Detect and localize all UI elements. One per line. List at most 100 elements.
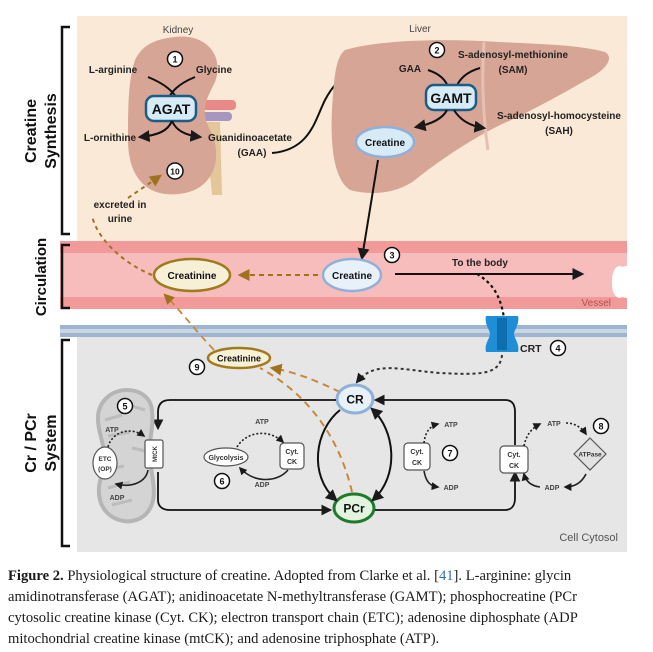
gaa-product-label-line2: (GAA) (238, 148, 267, 159)
sah-label-line2: (SAH) (545, 126, 573, 137)
atpase-node: ATPase (573, 437, 607, 471)
reference-link[interactable]: 41 (438, 568, 454, 584)
svg-text:6: 6 (219, 477, 224, 487)
glycolysis-atp-arrow (236, 432, 285, 448)
crt-label: CRT (520, 343, 542, 355)
svg-text:ATPase: ATPase (578, 452, 602, 459)
ck7-adp-arrow (423, 470, 440, 491)
svg-text:1: 1 (172, 55, 177, 65)
section-bracket-crpcr (60, 338, 70, 548)
svg-text:CR: CR (346, 393, 364, 407)
svg-text:Creatine: Creatine (365, 138, 405, 149)
caption-line-2: amidinotransferase (AGAT); anidinoacetat… (8, 589, 577, 605)
step-2-badge: 2 (428, 41, 446, 59)
to-body-label: To the body (452, 258, 508, 269)
svg-text:8: 8 (598, 422, 603, 432)
mtck-node: MtCK (144, 439, 164, 469)
svg-text:CK: CK (287, 459, 297, 466)
svg-text:GAMT: GAMT (430, 90, 472, 106)
glycolysis-adp-label: ADP (255, 482, 270, 489)
svg-text:ETC: ETC (99, 456, 112, 463)
atpase-atp-label: ATP (547, 421, 561, 428)
glycolysis-atp-label: ATP (255, 419, 269, 426)
vessel-label: Vessel (582, 298, 611, 309)
section-label-synthesis-line2: Synthesis (43, 93, 60, 169)
svg-text:Glycolysis: Glycolysis (208, 455, 243, 462)
svg-text:CK: CK (412, 460, 422, 467)
urine-to-kidney-arrow (127, 174, 162, 199)
step-6-badge: 6 (213, 472, 231, 490)
atpase-to-adp-arrow (563, 473, 587, 491)
svg-text:PCr: PCr (343, 502, 365, 516)
blood-creatinine-node: Creatinine (152, 257, 232, 293)
pcr-node: PCr (332, 492, 376, 524)
gaa-product-label-line1: Guanidinoacetate (208, 133, 292, 144)
svg-text:3: 3 (389, 251, 394, 261)
caption-line-4: mitochondrial creatine kinase (mtCK); an… (8, 631, 440, 647)
atp-to-atpase-arrow (565, 422, 587, 436)
excreted-label-line2: urine (108, 214, 133, 225)
glycine-label: Glycine (196, 65, 233, 76)
adp-to-cytck8-arrow (521, 472, 541, 488)
l-arginine-label: L-arginine (89, 65, 138, 76)
cytosol-creatinine-node: Creatinine (206, 346, 272, 370)
cytck8-to-cr-loop (373, 394, 516, 445)
sah-label-line1: S-adenosyl-homocysteine (497, 111, 621, 122)
etc-to-mtck-atp-arrow (107, 429, 146, 448)
creatinine-efflux-path (163, 293, 215, 351)
glycolysis-cytck-node: Cyt. CK (279, 442, 305, 470)
cell-membrane (60, 325, 627, 337)
urine-excretion-path (91, 214, 153, 276)
svg-text:Cyt.: Cyt. (410, 449, 423, 456)
step-5-badge: 5 (116, 397, 134, 415)
excreted-label-line1: excreted in (94, 200, 147, 211)
cytck8-atp-arrow-a (523, 423, 542, 447)
svg-text:CK: CK (509, 463, 519, 470)
cr-to-creatinine-path (269, 363, 341, 393)
gamt-enzyme-box: GAMT (424, 83, 478, 112)
svg-text:4: 4 (555, 344, 560, 354)
mtck-to-pcr-loop (157, 472, 333, 516)
section-bracket-circulation (60, 243, 70, 310)
mtck-to-etc-adp-arrow (114, 469, 149, 490)
cytck-8-node: Cyt. CK (499, 445, 529, 474)
step-7-badge: 7 (441, 444, 459, 462)
sam-label-line2: (SAM) (499, 65, 528, 76)
atpase-adp-label: ADP (545, 485, 560, 492)
kidney-label: Kidney (163, 25, 194, 36)
figure-caption: Figure 2. Physiological structure of cre… (8, 566, 653, 650)
svg-text:MtCK: MtCK (153, 446, 159, 462)
step-4-badge: 4 (549, 339, 567, 357)
ck7-atp-arrow (423, 421, 440, 444)
mito-atp-label: ATP (105, 427, 119, 434)
svg-text:Creatine: Creatine (332, 271, 372, 282)
cr-to-pcr-left-arc (316, 409, 341, 502)
section-label-crpcr-line1: Cr / PCr (23, 413, 40, 473)
svg-text:Cyt.: Cyt. (507, 452, 520, 459)
caption-line-3: cytosolic creatine kinase (Cyt. CK); ele… (8, 610, 578, 626)
svg-text:9: 9 (194, 363, 199, 373)
step-1-badge: 1 (166, 50, 184, 68)
etc-node: ETC (OP) (92, 446, 118, 480)
liver-creatine-node: Creatine (354, 125, 416, 159)
svg-text:Creatinine: Creatinine (168, 271, 217, 282)
mito-adp-label: ADP (110, 495, 125, 502)
caption-line-1: Figure 2. Physiological structure of cre… (8, 568, 572, 584)
cell-cytosol-label: Cell Cytosol (559, 532, 618, 544)
svg-text:Cyt.: Cyt. (285, 449, 298, 456)
cr-node: CR (335, 383, 375, 415)
sam-label-line1: S-adenosyl-methionine (458, 50, 568, 61)
creatine-physiology-diagram: Creatine Synthesis Circulation Cr / PCr … (23, 16, 627, 552)
cr-to-mtck-loop (152, 399, 336, 431)
section-label-synthesis-line1: Creatine (23, 99, 40, 163)
ck7-adp-label: ADP (444, 485, 459, 492)
svg-text:Creatinine: Creatinine (217, 354, 261, 364)
section-label-crpcr-line2: System (43, 415, 60, 472)
pcr-to-creatinine-path (259, 367, 353, 493)
pcr-to-cytck8-loop (375, 470, 521, 511)
ck7-atp-label: ATP (444, 422, 458, 429)
svg-text:AGAT: AGAT (152, 101, 191, 117)
crt-transporter-icon (485, 316, 519, 352)
glycolysis-adp-arrow (238, 466, 289, 481)
figure-number-label: Figure 2. (8, 568, 64, 584)
